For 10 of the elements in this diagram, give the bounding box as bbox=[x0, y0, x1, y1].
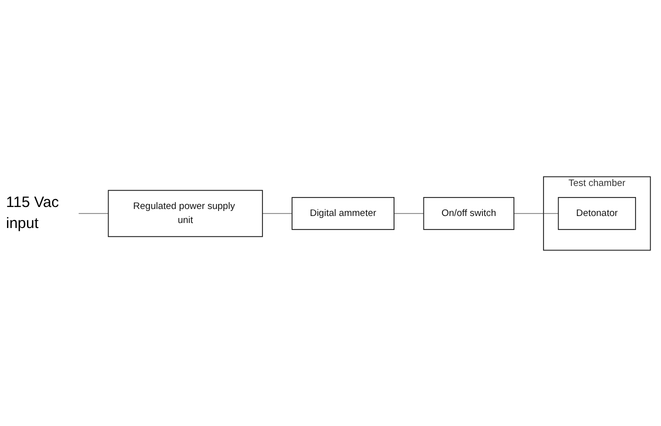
connector bbox=[262, 212, 292, 214]
signal-label: input bbox=[6, 215, 40, 232]
node-box: On/off switch bbox=[423, 196, 514, 230]
connector bbox=[78, 212, 108, 214]
connector bbox=[513, 212, 558, 214]
node-box: Detonator bbox=[558, 196, 636, 230]
signal-label: 115 Vac bbox=[6, 194, 59, 211]
connector bbox=[394, 212, 424, 214]
node-box: Regulated power supply unit bbox=[108, 189, 263, 237]
node-box: Digital ammeter bbox=[291, 196, 394, 230]
